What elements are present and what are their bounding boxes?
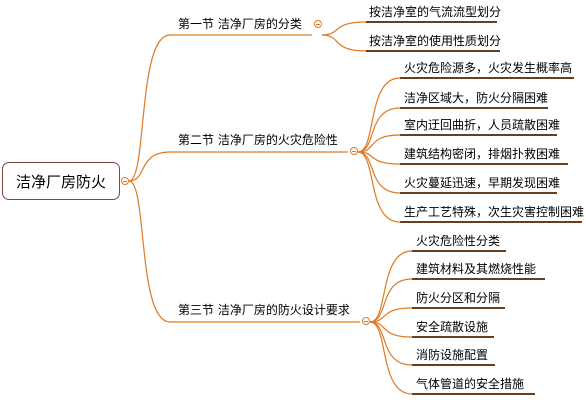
- section-2-item-1[interactable]: 火灾危险源多，火灾发生概率高: [404, 61, 573, 75]
- section-2-item-3-connector: [357, 134, 401, 153]
- section-2-item-1-connector: [357, 77, 401, 153]
- section-1-item-2[interactable]: 按洁净室的使用性质划分: [369, 34, 502, 48]
- root-to-section-1-connector: [128, 34, 171, 182]
- section-2-topic[interactable]: 第二节 洁净厂房的火灾危险性: [178, 133, 338, 147]
- section-3-item-2-connector: [369, 278, 413, 323]
- section-2-item-2-connector: [357, 107, 401, 153]
- root-to-section-2-connector: [128, 151, 171, 182]
- section-3-item-1[interactable]: 火灾危险性分类: [416, 234, 501, 248]
- root-topic[interactable]: 洁净厂房防火: [2, 162, 120, 200]
- section-2-item-6-connector: [357, 151, 401, 223]
- section-2-item-4[interactable]: 建筑结构密闭，排烟扑救困难: [404, 147, 561, 161]
- root-collapse-icon[interactable]: [121, 177, 129, 185]
- section-2-item-3[interactable]: 室内迂回曲折，人员疏散困难: [404, 118, 561, 132]
- section-3-item-1-connector: [369, 250, 413, 323]
- section-1-topic[interactable]: 第一节 洁净厂房的分类: [178, 17, 302, 31]
- section-3-item-2[interactable]: 建筑材料及其燃烧性能: [416, 262, 537, 276]
- root-to-section-3-connector: [128, 180, 171, 323]
- root-topic-label: 洁净厂房防火: [15, 172, 106, 191]
- section-1-item-1-connector: [321, 21, 367, 36]
- section-3-item-4[interactable]: 安全疏散设施: [416, 320, 489, 334]
- section-3-item-6[interactable]: 气体管道的安全措施: [416, 377, 525, 391]
- section-3-item-3-connector: [369, 307, 413, 323]
- section-3-item-6-connector: [369, 321, 413, 395]
- section-2-item-5[interactable]: 火灾蔓延迅速，早期发现困难: [404, 176, 561, 190]
- section-3-item-3[interactable]: 防火分区和分隔: [416, 291, 501, 305]
- section-2-item-5-connector: [357, 151, 401, 194]
- section-3-topic[interactable]: 第三节 洁净厂房的防火设计要求: [178, 303, 350, 317]
- section-2-item-2[interactable]: 洁净区域大，防火分隔困难: [404, 91, 549, 105]
- section-2-item-6[interactable]: 生产工艺特殊，次生灾害控制困难: [404, 205, 585, 219]
- section-2-collapse-icon[interactable]: [350, 147, 358, 155]
- section-1-item-2-connector: [321, 34, 367, 52]
- section-1-item-1[interactable]: 按洁净室的气流流型划分: [369, 5, 502, 19]
- section-3-item-5[interactable]: 消防设施配置: [416, 348, 489, 362]
- section-3-item-5-connector: [369, 321, 413, 366]
- section-3-collapse-icon[interactable]: [362, 317, 370, 325]
- section-1-collapse-icon[interactable]: [314, 20, 322, 28]
